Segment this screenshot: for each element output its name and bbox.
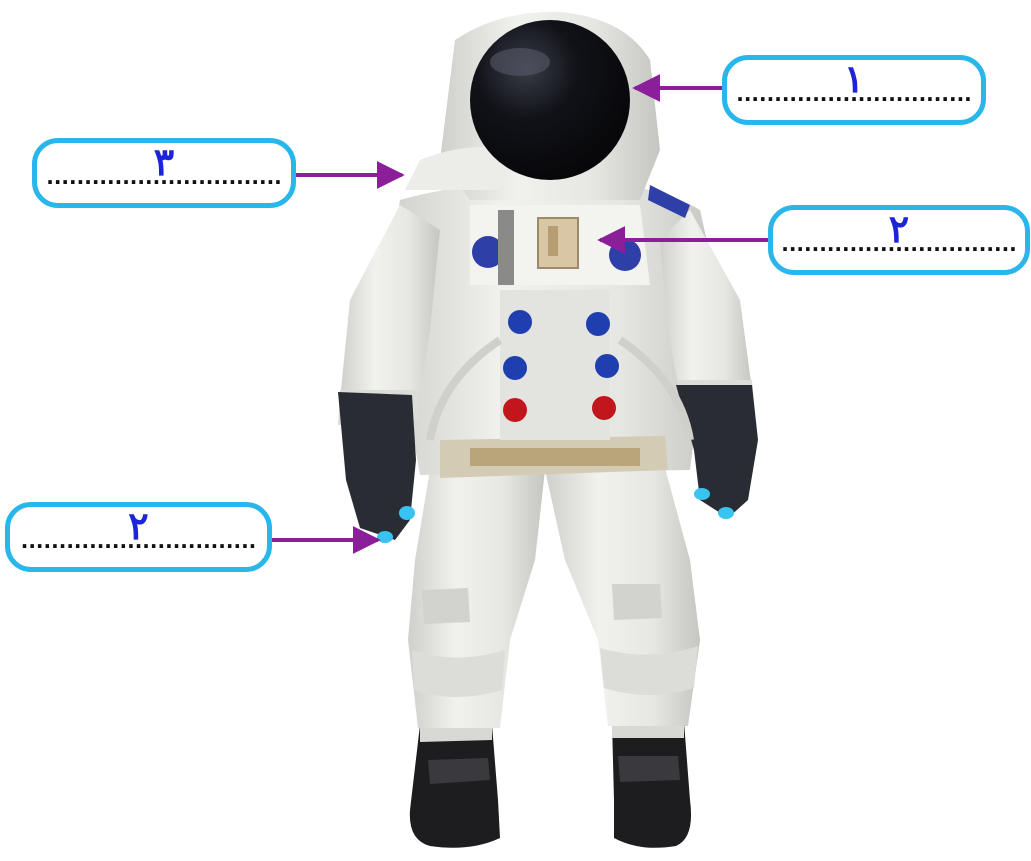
left-boot: [410, 725, 500, 848]
legs: [408, 468, 700, 728]
label-box-2-glove[interactable]: ۲ ...............................: [5, 502, 272, 572]
right-boot: [612, 722, 691, 848]
label-box-3[interactable]: ۳ ...............................: [32, 138, 296, 208]
answer-blank: ...............................: [37, 165, 291, 189]
answer-blank: ...............................: [773, 232, 1025, 256]
left-glove: [338, 392, 416, 543]
label-box-2-chest[interactable]: ۲ ...............................: [768, 205, 1030, 275]
label-box-1[interactable]: ۱ ...............................: [722, 55, 986, 125]
answer-blank: ...............................: [727, 82, 981, 106]
answer-blank: ...............................: [10, 529, 267, 553]
helmet: [405, 12, 660, 200]
